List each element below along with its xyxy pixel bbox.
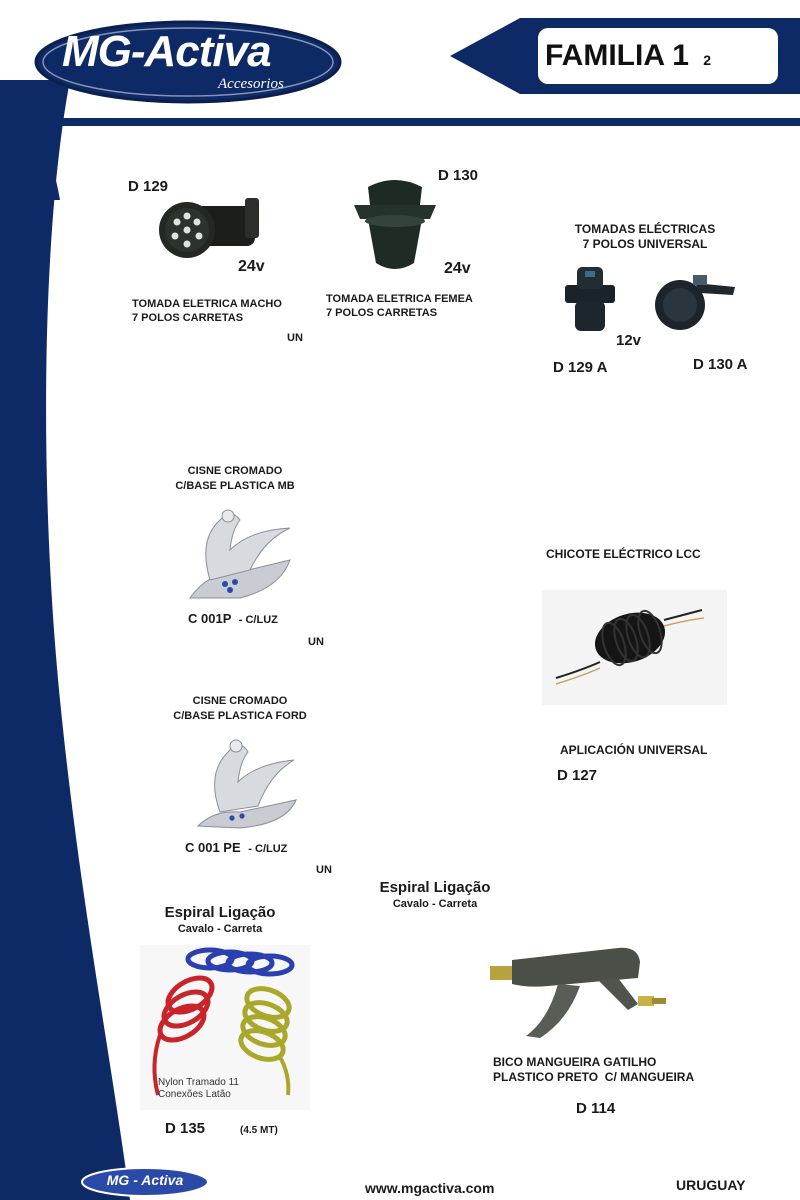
espiral-left-sub: Cavalo - Carreta: [177, 923, 263, 935]
universal-voltage: 12v: [616, 332, 642, 349]
bico-desc-line2: PLASTICO PRETO C/ MANGUEIRA: [493, 1070, 695, 1084]
footer-logo: [81, 1167, 209, 1197]
d130-desc-line2: 7 POLOS CARRETAS: [326, 307, 438, 319]
espiral-center-label: Espiral Ligação Cavalo - Carreta: [360, 879, 510, 910]
chicote-image: [542, 590, 727, 705]
d129-code: D 129: [128, 178, 169, 195]
d129a-socket: [565, 267, 615, 331]
bico-desc-line1: BICO MANGUEIRA GATILHO: [493, 1055, 657, 1069]
universal-title-line1: TOMADAS ELÉCTRICAS: [574, 222, 716, 236]
espiral-length: (4.5 MT): [240, 1125, 278, 1136]
swan-mb-title: CISNE CROMADO C/BASE PLASTICA MB: [155, 464, 315, 494]
swan-mb-unit: UN: [308, 636, 324, 648]
d129-plug-image: [159, 198, 259, 258]
swan-ford-title-line2: C/BASE PLASTICA FORD: [173, 710, 307, 722]
universal-title: TOMADAS ELÉCTRICAS 7 POLOS UNIVERSAL: [555, 222, 735, 252]
logo-subtitle: Accesorios: [218, 76, 284, 92]
chicote-application: APLICACIÓN UNIVERSAL: [560, 743, 708, 757]
footer-country: URUGUAY: [676, 1177, 746, 1193]
d129a-code: D 129 A: [553, 359, 608, 376]
d130a-socket: [655, 275, 735, 330]
espiral-code: D 135: [165, 1120, 206, 1137]
yellow-coil: [238, 986, 292, 1062]
espiral-left-label: Espiral Ligação Cavalo - Carreta: [140, 904, 300, 935]
d130-desc-line1: TOMADA ELETRICA FEMEA: [326, 293, 473, 305]
logo-text: MG-Activa: [62, 27, 272, 76]
swan-ford-code: C 001 PE: [185, 840, 241, 855]
swan-mb-code: C 001P: [188, 611, 232, 626]
espiral-center-sub: Cavalo - Carreta: [392, 898, 478, 910]
d129-unit: UN: [287, 332, 303, 344]
family-banner-arrow: [450, 18, 800, 94]
d130-code: D 130: [438, 167, 479, 184]
espiral-photo-line2: Conexões Latão: [158, 1089, 231, 1100]
bico-gun-image: [490, 947, 666, 1038]
d130-description: TOMADA ELETRICA FEMEA 7 POLOS CARRETAS: [326, 292, 473, 320]
family-title: FAMILIA 1 2: [545, 36, 775, 76]
universal-sockets-image: [565, 267, 735, 331]
espiral-photo-text: Nylon Tramado 11 Conexões Latão: [158, 1077, 239, 1101]
blue-coil: [185, 947, 295, 977]
red-coil: [157, 975, 215, 1043]
family-label: FAMILIA 1: [545, 39, 689, 72]
swan-ford-suffix: - C/LUZ: [248, 843, 288, 855]
espiral-image: Nylon Tramado 11 Conexões Latão: [140, 945, 310, 1110]
chicote-coil-drawing: [555, 609, 705, 685]
family-page-number: 2: [703, 52, 712, 68]
espiral-center-title: Espiral Ligação: [379, 879, 491, 896]
espiral-coils-drawing: [152, 947, 295, 1096]
swan-mb-title-line1: CISNE CROMADO: [187, 465, 283, 477]
d129-voltage: 24v: [238, 258, 265, 275]
swan-ford-image: [196, 739, 297, 829]
swan-mb-code-line: C 001P - C/LUZ: [188, 611, 278, 626]
swan-ford-title: CISNE CROMADO C/BASE PLASTICA FORD: [155, 694, 325, 724]
brand-logo: MG-Activa Accesorios: [32, 18, 344, 106]
swan-ford-code-line: C 001 PE - C/LUZ: [185, 840, 287, 855]
swan-mb-suffix: - C/LUZ: [238, 614, 278, 626]
bico-description: BICO MANGUEIRA GATILHO PLASTICO PRETO C/…: [493, 1055, 694, 1085]
d129-description: TOMADA ELETRICA MACHO 7 POLOS CARRETAS: [132, 297, 282, 325]
swan-mb-title-line2: C/BASE PLASTICA MB: [175, 480, 295, 492]
d130a-code: D 130 A: [693, 356, 748, 373]
bico-code: D 114: [576, 1100, 616, 1117]
footer-logo-text: MG - Activa: [106, 1172, 184, 1188]
d130-socket-image: [354, 180, 436, 269]
d129-desc-line2: 7 POLOS CARRETAS: [132, 312, 244, 324]
swan-mb-image: [189, 509, 291, 599]
swan-ford-unit: UN: [316, 864, 332, 876]
footer-website[interactable]: www.mgactiva.com: [365, 1180, 495, 1196]
universal-title-line2: 7 POLOS UNIVERSAL: [582, 237, 708, 251]
swan-ford-title-line1: CISNE CROMADO: [192, 695, 288, 707]
d129-desc-line1: TOMADA ELETRICA MACHO: [132, 298, 282, 310]
chicote-title: CHICOTE ELÉCTRICO LCC: [546, 547, 701, 561]
d130-voltage: 24v: [444, 260, 471, 277]
chicote-code: D 127: [557, 767, 598, 784]
espiral-left-title: Espiral Ligação: [164, 904, 276, 921]
logo-ellipse: [34, 20, 342, 104]
espiral-photo-line1: Nylon Tramado 11: [158, 1077, 239, 1088]
